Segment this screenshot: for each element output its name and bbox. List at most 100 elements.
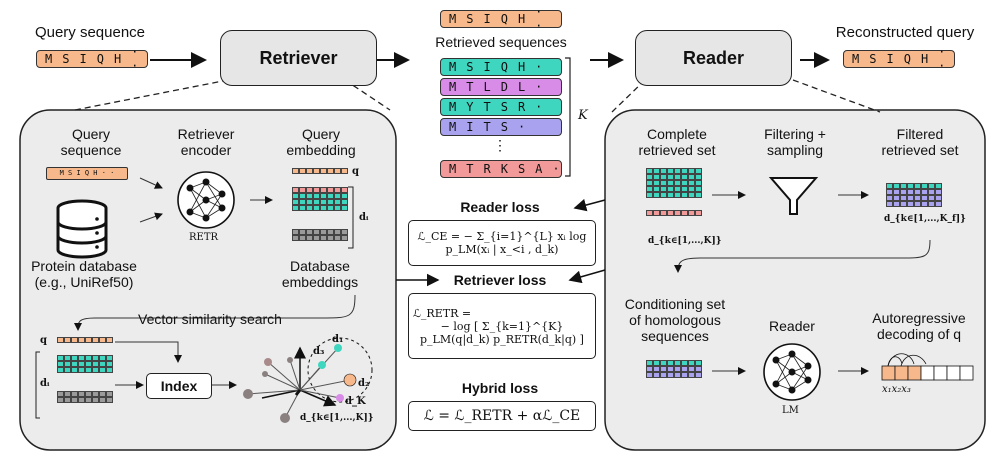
residue: R	[517, 100, 526, 114]
protein-database-label: Protein database (e.g., UniRef50)	[31, 258, 137, 291]
grid-cell	[653, 180, 660, 186]
residue: S	[62, 52, 70, 66]
grid-cell	[334, 168, 341, 174]
grid-row	[646, 180, 702, 186]
grid-cell	[57, 361, 64, 367]
hybrid-loss-formula: ℒ = ℒ_RETR + αℒ_CE	[408, 401, 596, 431]
residue: M	[449, 80, 457, 94]
residue: A	[535, 162, 543, 176]
reader-loss-formula: ℒ_CE = − Σ_{i=1}^{L} xᵢ log p_LM(xᵢ | x_…	[408, 220, 596, 266]
grid-cell	[306, 235, 313, 241]
grid-cell	[886, 195, 893, 201]
grid-cell	[660, 366, 667, 372]
vector-space-plot	[243, 337, 373, 423]
grid-cell	[71, 355, 78, 361]
grid-row	[886, 201, 942, 207]
grid-cell	[681, 174, 688, 180]
residue: L	[517, 80, 526, 94]
grid-cell	[327, 235, 334, 241]
grid-cell	[681, 210, 688, 216]
database-embeddings-label: Database embeddings	[281, 258, 359, 291]
grid-cell	[92, 355, 99, 361]
residue: ·	[535, 100, 543, 114]
index-query-grid	[57, 337, 113, 343]
left-query-sequence-label: Query sequence	[60, 126, 122, 159]
index-db-grid	[57, 355, 113, 403]
residue: Q	[500, 60, 508, 74]
grid-cell	[653, 366, 660, 372]
grid-cell	[695, 372, 702, 378]
residue: I	[79, 52, 87, 66]
dk-filtered-label: d_{k∈[1,...,K_f]}	[884, 214, 966, 224]
grid-cell	[306, 205, 313, 211]
residue: · ·	[131, 45, 139, 73]
grid-cell	[893, 195, 900, 201]
reader-network-icon	[763, 343, 821, 401]
residue: M	[45, 52, 53, 66]
reader-box: Reader	[635, 30, 792, 86]
grid-cell	[57, 337, 64, 343]
grid-cell	[646, 186, 653, 192]
grid-cell	[674, 372, 681, 378]
grid-cell	[334, 205, 341, 211]
grid-cell	[907, 183, 914, 189]
grid-row	[886, 189, 942, 195]
filtered-set-label: Filtered retrieved set	[881, 126, 959, 159]
grid-cell	[106, 355, 113, 361]
residue: M	[449, 60, 457, 74]
grid-cell	[646, 366, 653, 372]
grid-cell	[106, 391, 113, 397]
retr-tag: RETR	[189, 232, 219, 243]
complete-retrieved-set-label: Complete retrieved set	[638, 126, 716, 159]
grid-row	[57, 355, 113, 361]
retrieved-sequences-title: Retrieved sequences	[435, 34, 567, 50]
reader-lm-label: Reader	[769, 318, 815, 334]
residue: L	[483, 80, 491, 94]
residue: S	[466, 12, 474, 26]
residue: S	[466, 60, 474, 74]
grid-cell	[907, 189, 914, 195]
grid-cell	[653, 168, 660, 174]
grid-cell	[681, 168, 688, 174]
grid-cell	[313, 168, 320, 174]
grid-row	[646, 372, 702, 378]
grid-row	[646, 360, 702, 366]
grid-cell	[92, 397, 99, 403]
grid-cell	[292, 168, 299, 174]
database-embedding-grid	[292, 187, 348, 241]
grid-cell	[695, 360, 702, 366]
grid-cell	[646, 192, 653, 198]
grid-cell	[320, 229, 327, 235]
grid-cell	[71, 391, 78, 397]
grid-cell	[667, 174, 674, 180]
grid-cell	[299, 199, 306, 205]
grid-cell	[886, 201, 893, 207]
residue: Y	[466, 100, 474, 114]
grid-cell	[688, 210, 695, 216]
grid-cell	[653, 372, 660, 378]
grid-row	[646, 366, 702, 372]
grid-cell	[914, 189, 921, 195]
grid-cell	[99, 367, 106, 373]
grid-cell	[695, 192, 702, 198]
grid-cell	[327, 187, 334, 193]
grid-cell	[99, 337, 106, 343]
grid-row	[57, 391, 113, 397]
residue: Q	[96, 52, 104, 66]
grid-cell	[78, 397, 85, 403]
residue: H	[113, 52, 122, 66]
grid-cell	[320, 168, 327, 174]
grid-row	[646, 186, 702, 192]
residue: M	[449, 162, 457, 176]
grid-cell	[92, 367, 99, 373]
residue: M	[449, 100, 457, 114]
grid-row	[886, 183, 942, 189]
grid-cell	[64, 367, 71, 373]
grid-cell	[106, 367, 113, 373]
grid-cell	[306, 229, 313, 235]
grid-cell	[695, 174, 702, 180]
retriever-encoder-label: Retriever encoder	[177, 126, 235, 159]
grid-cell	[334, 235, 341, 241]
